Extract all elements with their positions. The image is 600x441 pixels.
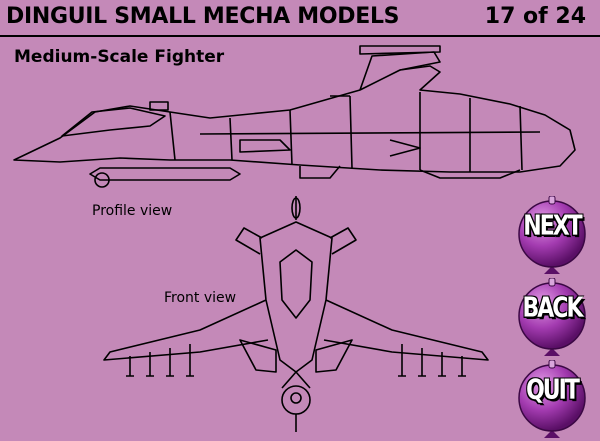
purple-orb-icon bbox=[518, 196, 586, 274]
next-button[interactable]: NEXT bbox=[516, 196, 588, 274]
model-name: Medium-Scale Fighter bbox=[14, 47, 225, 67]
header-divider bbox=[0, 35, 600, 37]
header-bar: DINGUIL SMALL MECHA MODELS 17 of 24 bbox=[0, 0, 600, 37]
page-title: DINGUIL SMALL MECHA MODELS bbox=[6, 4, 400, 29]
profile-view-label: Profile view bbox=[92, 203, 173, 219]
purple-orb-icon bbox=[518, 278, 586, 356]
next-button-label: NEXT bbox=[523, 210, 582, 243]
purple-orb-icon bbox=[518, 360, 586, 438]
page-counter: 17 of 24 bbox=[484, 4, 586, 29]
quit-button-label: QUIT bbox=[526, 374, 580, 407]
front-view-label: Front view bbox=[164, 290, 237, 306]
back-button-label: BACK bbox=[522, 292, 584, 325]
profile-view-drawing bbox=[13, 45, 576, 188]
back-button[interactable]: BACK bbox=[516, 278, 588, 356]
front-view-drawing bbox=[103, 196, 489, 432]
quit-button[interactable]: QUIT bbox=[516, 360, 588, 438]
